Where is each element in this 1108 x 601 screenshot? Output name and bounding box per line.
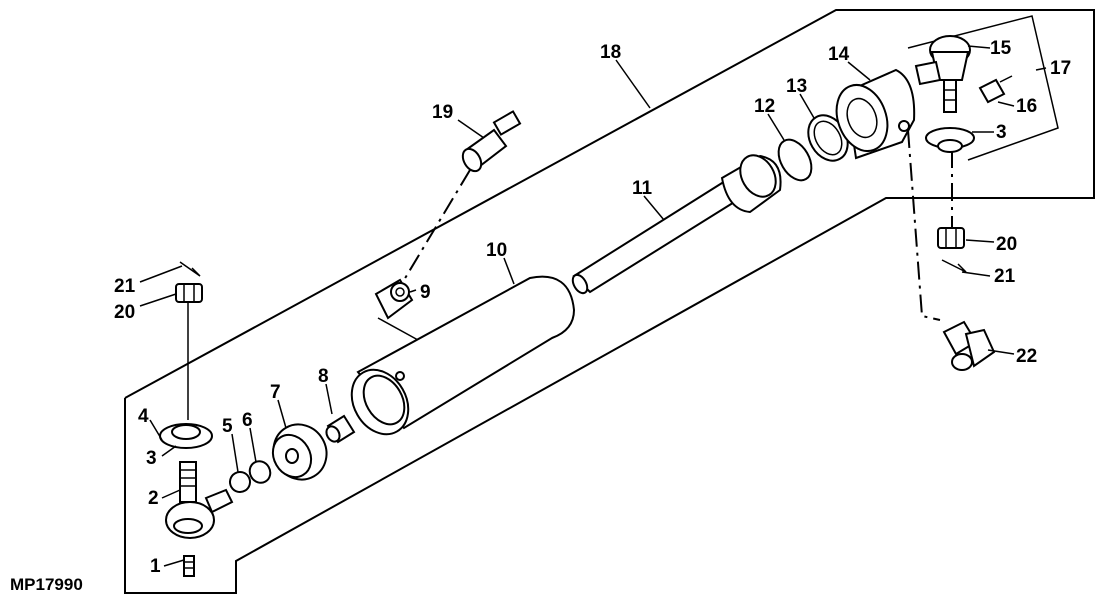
callout-6: 6 — [242, 410, 253, 431]
callout-2: 2 — [148, 488, 159, 509]
callout-5: 5 — [222, 416, 233, 437]
callout-7: 7 — [270, 382, 281, 403]
part-19-elbow-fitting — [461, 110, 522, 173]
axis-line-right — [907, 129, 941, 321]
part-3-4-boot-washer — [159, 423, 213, 449]
callout-18: 18 — [600, 42, 621, 63]
part-22-elbow-fitting — [942, 320, 996, 371]
part-5-ring — [229, 471, 251, 493]
callout-3-left: 3 — [146, 448, 157, 469]
callout-12: 12 — [754, 96, 775, 117]
callout-17: 17 — [1050, 58, 1071, 79]
axis-line-hose — [397, 169, 471, 291]
part-7-piston — [271, 423, 328, 481]
leader-lines — [139, 45, 1047, 567]
part-12-o-ring — [777, 138, 813, 182]
subassembly-bracket — [907, 15, 1059, 161]
callout-15: 15 — [990, 38, 1012, 59]
callout-22: 22 — [1016, 346, 1037, 367]
figure-id: MP17990 — [10, 575, 83, 594]
callout-1: 1 — [150, 556, 161, 577]
callout-3-right: 3 — [996, 122, 1007, 143]
callout-19: 19 — [432, 102, 453, 123]
callout-9: 9 — [420, 282, 431, 303]
part-14-end-cap — [835, 68, 916, 160]
part-16-grease-fitting — [978, 75, 1013, 104]
callout-20-right: 20 — [996, 234, 1017, 255]
callout-21-left: 21 — [114, 276, 136, 297]
callout-16: 16 — [1016, 96, 1037, 117]
callout-13: 13 — [786, 76, 807, 97]
part-6-ring — [248, 460, 272, 484]
part-13-seal — [807, 114, 849, 162]
part-8-bushing — [325, 414, 356, 444]
part-20-nut-right — [937, 227, 965, 249]
callout-11: 11 — [632, 178, 653, 199]
callout-21-right: 21 — [994, 266, 1016, 287]
callout-4: 4 — [138, 406, 149, 427]
part-21-cotter-pin-left — [179, 261, 201, 277]
part-9-port-fitting — [374, 278, 414, 320]
part-21-cotter-pin-right — [941, 259, 967, 273]
callout-8: 8 — [318, 366, 329, 387]
part-1-grease-fitting — [183, 555, 195, 577]
assembly-outline — [124, 9, 1095, 594]
callout-14: 14 — [828, 44, 850, 65]
part-15-ball-stud — [914, 35, 971, 113]
part-3-boot-right — [925, 127, 975, 153]
part-10-cylinder-barrel — [350, 275, 576, 436]
part-11-piston-rod — [571, 154, 782, 295]
callout-20-left: 20 — [114, 302, 135, 323]
part-2-ball-joint — [165, 461, 234, 539]
callout-10: 10 — [486, 240, 507, 261]
part-20-nut-left — [175, 283, 203, 303]
